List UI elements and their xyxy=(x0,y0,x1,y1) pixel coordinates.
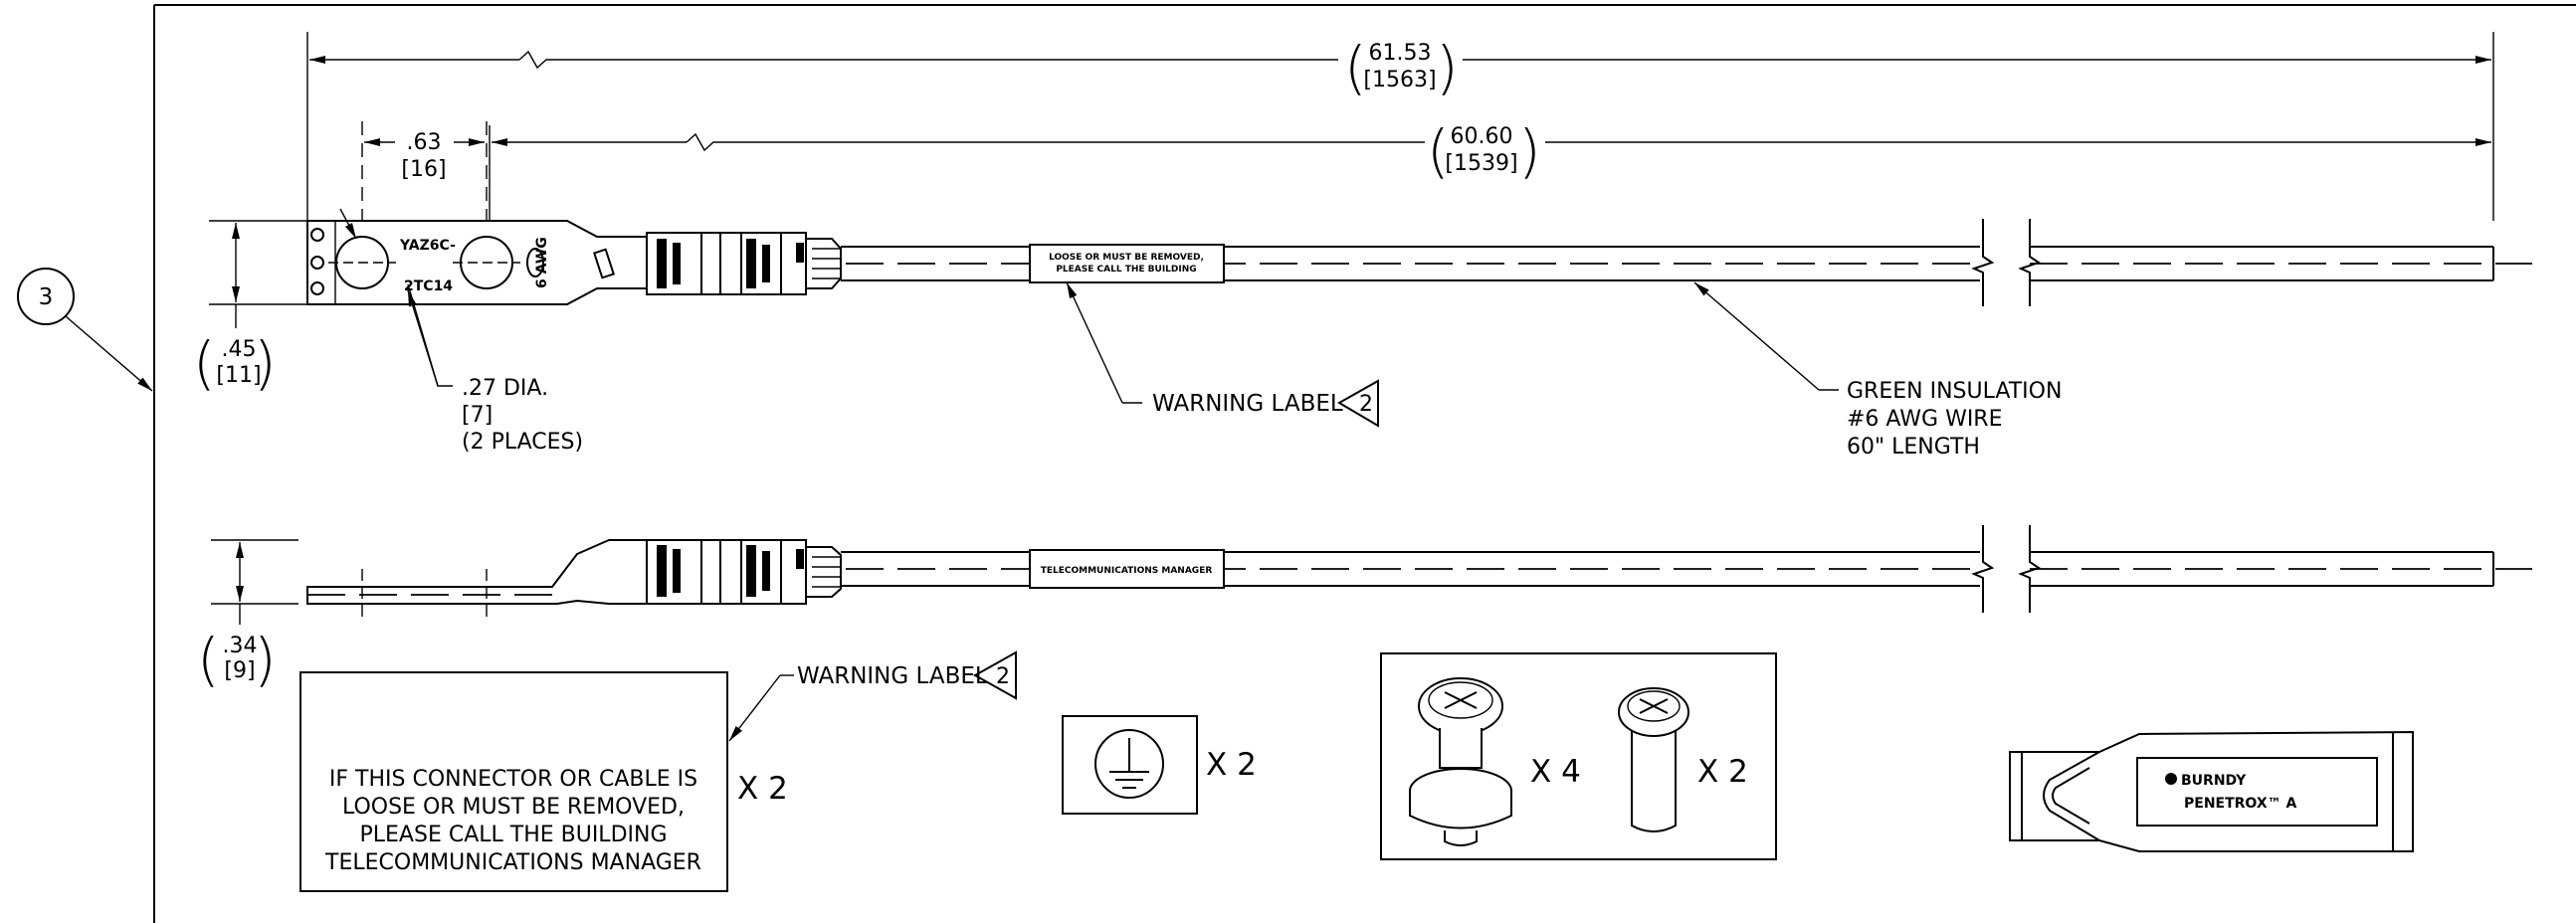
warning-callout-text: WARNING LABEL xyxy=(1152,391,1343,417)
overall-length-dimension: ( ) 61.53 [1563] xyxy=(306,32,2494,221)
lug-side-view xyxy=(306,539,842,619)
wire-note-2: #6 AWG WIRE xyxy=(1847,407,2003,432)
warning-label-callout-top: WARNING LABEL 2 xyxy=(1066,281,1379,428)
lug-part-number-1: YAZ6C- xyxy=(399,238,456,254)
lug-thickness-mm: [9] xyxy=(224,658,255,683)
tube-brand: BURNDY xyxy=(2181,773,2247,789)
lug-thickness-dimension: ( ) .34 [9] xyxy=(197,539,298,693)
lug-part-number-2: 2TC14 xyxy=(404,278,453,294)
overall-length-mm: [1563] xyxy=(1363,68,1436,92)
wire-top-view: LOOSE OR MUST BE REMOVED, PLEASE CALL TH… xyxy=(841,219,2532,306)
wire-warning-sleeve xyxy=(1029,244,1225,283)
svg-text:): ) xyxy=(1518,117,1541,185)
ground-label: X 2 xyxy=(1062,715,1257,815)
svg-text:): ) xyxy=(254,626,277,693)
sleeve-text-2: PLEASE CALL THE BUILDING xyxy=(1056,265,1196,275)
warning-label-callout-bottom: WARNING LABEL 2 xyxy=(728,650,1017,742)
hole-callout: .27 DIA. [7] (2 PLACES) xyxy=(339,208,583,455)
warning-label-box: IF THIS CONNECTOR OR CABLE IS LOOSE OR M… xyxy=(299,671,788,892)
svg-text:(: ( xyxy=(1427,117,1450,185)
lug-top-view: YAZ6C- 2TC14 6 AWG xyxy=(306,220,842,305)
warning-label-line-1: IF THIS CONNECTOR OR CABLE IS xyxy=(329,767,697,792)
svg-text:(: ( xyxy=(193,329,216,397)
tube-label xyxy=(2136,757,2378,827)
warning-label-line-4: TELECOMMUNICATIONS MANAGER xyxy=(324,850,701,875)
wire-length-dimension: ( ) 60.60 [1539] xyxy=(489,117,2491,231)
hole-spacing-inch: .63 xyxy=(407,130,442,155)
lug-thickness-inch: .34 xyxy=(223,634,258,658)
screws-box: X 4 X 2 xyxy=(1380,652,1777,860)
hole-quantity: (2 PLACES) xyxy=(462,430,583,455)
wire-note-3: 60" LENGTH xyxy=(1847,435,1980,460)
hole-diameter-mm: [7] xyxy=(462,403,493,428)
wire-callout: GREEN INSULATION #6 AWG WIRE 60" LENGTH xyxy=(1693,281,2062,460)
wire-side-view: TELECOMMUNICATIONS MANAGER xyxy=(841,525,2532,613)
revision-flag-number-2: 2 xyxy=(996,664,1010,689)
warning-label-qty: X 2 xyxy=(737,771,788,807)
item-balloon: 3 xyxy=(17,268,153,392)
burndy-logo-icon xyxy=(2165,773,2177,785)
flanged-screw-icon xyxy=(1409,677,1512,846)
flanged-screw-qty: X 4 xyxy=(1530,754,1581,790)
penetrox-tube: BURNDY PENETROX™ A xyxy=(2009,730,2414,852)
ground-symbol-icon xyxy=(1094,729,1164,799)
lug-width-dimension: ( ) .45 [11] xyxy=(193,220,306,397)
svg-text:): ) xyxy=(254,329,277,397)
warning-label-line-3: PLEASE CALL THE BUILDING xyxy=(360,823,668,847)
revision-flag-number: 2 xyxy=(1359,392,1373,417)
hole-spacing-mm: [16] xyxy=(401,157,446,182)
svg-text:(: ( xyxy=(197,626,220,693)
lug-width-mm: [11] xyxy=(216,363,261,388)
svg-text:(: ( xyxy=(1344,34,1367,101)
warning-label-line-2: LOOSE OR MUST BE REMOVED, xyxy=(342,795,685,820)
lug-width-inch: .45 xyxy=(222,337,257,362)
item-balloon-number: 3 xyxy=(39,284,54,310)
wire-warning-sleeve-side xyxy=(1029,549,1225,589)
tube-product: PENETROX™ A xyxy=(2184,796,2297,812)
wire-length-inch: 60.60 xyxy=(1451,124,1513,149)
hole-diameter: .27 DIA. xyxy=(462,376,548,401)
hole-spacing-dimension: .63 [16] xyxy=(361,121,488,298)
plain-screw-qty: X 2 xyxy=(1697,754,1748,790)
wire-length-mm: [1539] xyxy=(1445,151,1517,176)
revision-flag-icon-2 xyxy=(972,650,1017,700)
overall-length-inch: 61.53 xyxy=(1369,41,1432,66)
ground-label-qty: X 2 xyxy=(1206,747,1257,783)
sleeve-side-text: TELECOMMUNICATIONS MANAGER xyxy=(1041,566,1213,576)
sleeve-text-1: LOOSE OR MUST BE REMOVED, xyxy=(1049,253,1204,263)
warning-callout-text-2: WARNING LABEL xyxy=(797,663,988,689)
wire-note-1: GREEN INSULATION xyxy=(1847,379,2062,404)
plain-screw-icon xyxy=(1618,687,1689,832)
svg-text:): ) xyxy=(1436,34,1459,101)
revision-flag-icon xyxy=(1336,379,1379,428)
drawing-border xyxy=(153,4,2576,923)
lug-wire-size: 6 AWG xyxy=(534,237,550,288)
